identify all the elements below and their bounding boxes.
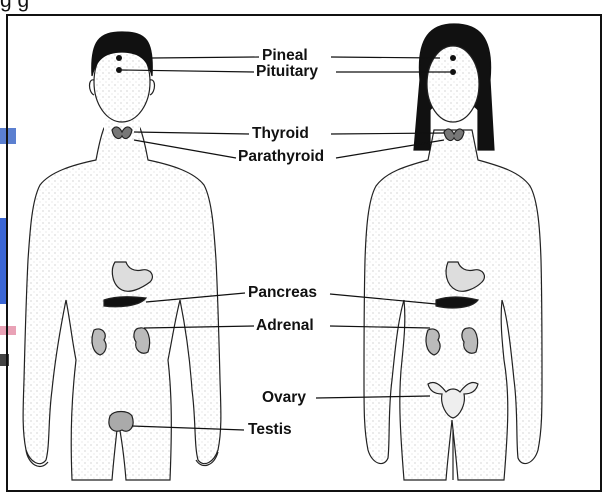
label-parathyroid: Parathyroid — [238, 148, 324, 166]
female-pituitary-dot — [450, 69, 456, 75]
male-ear-right — [150, 80, 155, 95]
label-testis: Testis — [248, 421, 292, 439]
female-pineal-dot — [450, 55, 456, 61]
male-ear-left — [90, 80, 95, 95]
male-pineal-dot — [116, 55, 122, 61]
label-adrenal: Adrenal — [256, 317, 314, 335]
female-figure — [364, 24, 542, 480]
pineal-line-left — [152, 57, 259, 58]
male-testis — [109, 412, 133, 432]
label-thyroid: Thyroid — [252, 125, 309, 143]
label-ovary: Ovary — [262, 389, 306, 407]
label-pancreas: Pancreas — [248, 284, 317, 302]
male-pituitary-dot — [116, 67, 122, 73]
male-figure — [23, 32, 221, 480]
parathyroid-line-left — [134, 140, 236, 158]
label-pituitary: Pituitary — [256, 63, 318, 81]
thyroid-line-left — [134, 132, 249, 134]
